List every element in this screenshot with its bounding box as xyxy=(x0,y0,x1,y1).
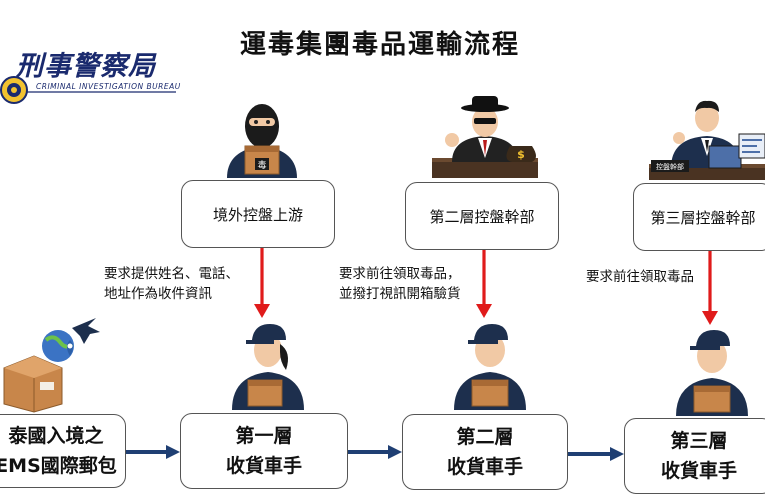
masked-smuggler-icon: 毒 xyxy=(227,104,297,178)
page-title: 運毒集團毒品運輸流程 xyxy=(239,30,520,60)
ems-parcel-line1: 泰國入境之 xyxy=(8,425,104,447)
second-instruction: 要求前往領取毒品， 並撥打視訊開箱驗貨 xyxy=(339,264,461,304)
courier-2-line1: 第二層 xyxy=(456,426,514,448)
upstream-instruction-line1: 要求提供姓名、電話、 xyxy=(104,266,239,282)
courier-3-icon xyxy=(676,330,748,416)
courier-1-icon xyxy=(232,324,304,410)
svg-text:$: $ xyxy=(517,148,525,161)
third-instruction: 要求前往領取毒品 xyxy=(586,267,694,287)
down-arrow-3 xyxy=(702,251,718,325)
cadre-at-computer-icon: 控盤幹部 xyxy=(649,100,765,180)
courier-3-box: 第三層 收貨車手 xyxy=(624,418,765,494)
overseas-upstream-box: 境外控盤上游 xyxy=(181,180,335,248)
ems-parcel-box: 泰國入境之 EMS國際郵包 xyxy=(0,414,126,488)
international-parcel-icon xyxy=(3,318,100,413)
courier-2-line2: 收貨車手 xyxy=(446,456,523,478)
flow-arrow-2 xyxy=(348,445,402,459)
flow-arrow-3 xyxy=(568,447,624,461)
third-tier-cadre-box: 第三層控盤幹部 xyxy=(633,183,765,251)
gangster-boss-icon: $ xyxy=(432,96,538,178)
courier-2-box: 第二層 收貨車手 xyxy=(402,414,568,490)
desk-sign: 控盤幹部 xyxy=(656,162,684,171)
courier-3-line2: 收貨車手 xyxy=(660,460,737,482)
cib-logo xyxy=(0,40,180,110)
second-tier-cadre-label: 第二層控盤幹部 xyxy=(429,207,535,226)
police-emblem-icon xyxy=(0,76,176,104)
courier-1-line1: 第一層 xyxy=(235,425,293,447)
upstream-instruction: 要求提供姓名、電話、 地址作為收件資訊 xyxy=(104,264,239,304)
flow-arrow-1 xyxy=(126,445,180,459)
courier-1-box: 第一層 收貨車手 xyxy=(180,413,348,489)
second-instruction-line2: 並撥打視訊開箱驗貨 xyxy=(339,286,461,302)
courier-3-line1: 第三層 xyxy=(670,430,728,452)
down-arrow-1 xyxy=(254,248,270,318)
second-tier-cadre-box: 第二層控盤幹部 xyxy=(405,182,559,250)
upstream-instruction-line2: 地址作為收件資訊 xyxy=(104,286,212,302)
logo-name-cn: 刑事警察局 xyxy=(16,51,156,82)
drug-box-label: 毒 xyxy=(257,159,266,171)
down-arrow-2 xyxy=(476,250,492,318)
third-instruction-line1: 要求前往領取毒品 xyxy=(586,269,694,285)
third-tier-cadre-label: 第三層控盤幹部 xyxy=(650,208,756,227)
second-instruction-line1: 要求前往領取毒品， xyxy=(339,266,461,282)
courier-2-icon xyxy=(454,324,526,410)
courier-1-line2: 收貨車手 xyxy=(225,455,302,477)
logo-name-en: CRIMINAL INVESTIGATION BUREAU xyxy=(36,82,181,91)
ems-parcel-line2: EMS國際郵包 xyxy=(0,455,117,477)
overseas-upstream-label: 境外控盤上游 xyxy=(212,205,303,224)
